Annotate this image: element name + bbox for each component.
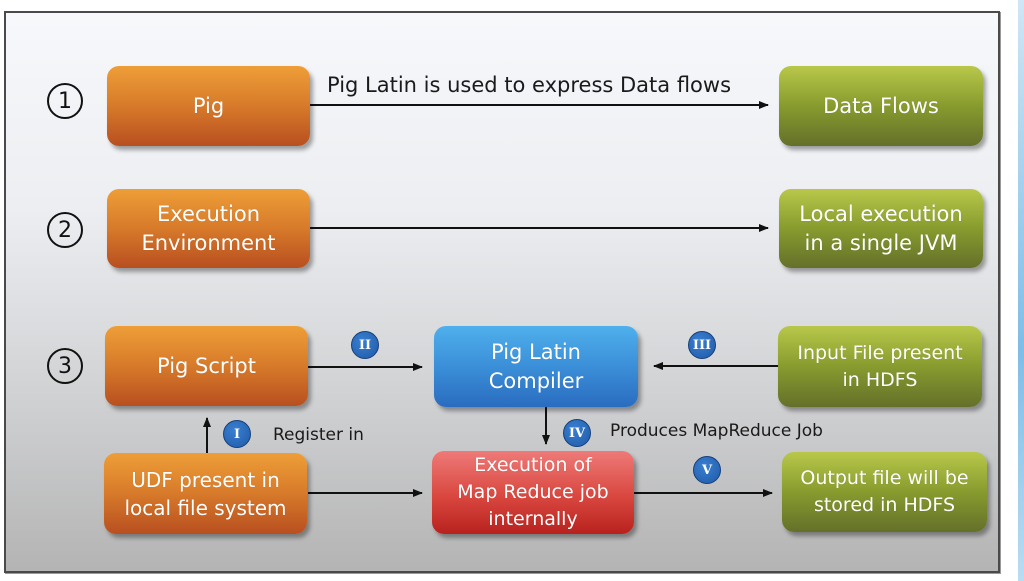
data-flows-box: Data Flows [779, 66, 983, 146]
input-file-box: Input File present in HDFS [778, 326, 982, 407]
step-badge-i: I [223, 420, 251, 448]
window-edge-strip [1018, 0, 1024, 581]
pig-script-box: Pig Script [105, 326, 308, 406]
execution-environment-box: Execution Environment [107, 189, 310, 268]
row-number-2: 2 [47, 212, 83, 248]
output-file-box: Output file will be stored in HDFS [782, 452, 987, 532]
step-badge-iv: IV [563, 419, 591, 447]
pig-box: Pig [107, 66, 310, 146]
produces-mapreduce-label: Produces MapReduce Job [610, 421, 823, 441]
step-badge-iii: III [688, 331, 716, 359]
step-badge-ii: II [351, 331, 379, 359]
row-number-3: 3 [47, 348, 83, 384]
row-number-1: 1 [47, 83, 83, 119]
pig-latin-compiler-box: Pig Latin Compiler [434, 326, 638, 407]
local-execution-box: Local execution in a single JVM [779, 189, 983, 268]
register-in-label: Register in [273, 425, 364, 445]
pig-latin-edge-label: Pig Latin is used to express Data flows [327, 73, 732, 97]
step-badge-v: V [693, 456, 721, 484]
mapreduce-execution-box: Execution of Map Reduce job internally [432, 451, 634, 534]
udf-box: UDF present in local file system [104, 453, 307, 534]
